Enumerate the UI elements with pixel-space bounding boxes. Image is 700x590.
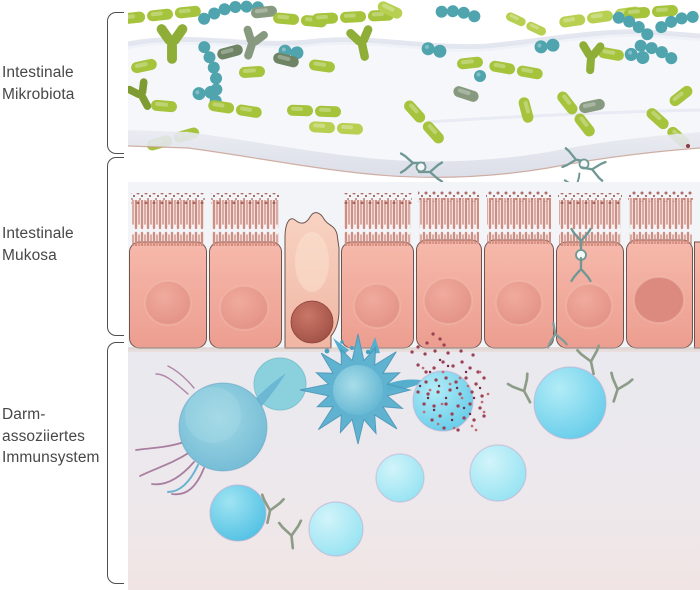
lymphocyte [533, 366, 607, 440]
mucus-wave-top [128, 29, 700, 50]
lumen-area [128, 31, 700, 162]
macrophage [135, 365, 286, 496]
antigen-dot [686, 144, 690, 148]
antigen-dots [410, 332, 490, 432]
lymphocyte [412, 370, 474, 432]
epithelium-shadow [128, 347, 700, 353]
extruded-sphere [290, 300, 334, 344]
mukosa-section [128, 182, 700, 353]
lymphocyte [209, 484, 267, 542]
cell-nuclei [144, 276, 685, 331]
gut-illustration [128, 0, 700, 590]
section-label-mukosa: Intestinale Mukosa [2, 225, 74, 264]
brush-border [131, 191, 693, 246]
immunsystem-section [128, 332, 700, 590]
mikrobiota-section [128, 0, 700, 199]
mucus-faint-line [427, 108, 700, 124]
siga-dimer-transcytosis [570, 227, 592, 283]
lymphocyte [469, 444, 527, 502]
section-label-mikrobiota: Intestinale Mikrobiota [2, 64, 75, 103]
lymphocyte [375, 453, 425, 503]
goblet-cell [284, 212, 340, 349]
mucus-band [128, 130, 700, 178]
bracket-immunsystem [107, 342, 124, 584]
mucus-wave-top-highlight [128, 34, 700, 52]
bracket-mikrobiota [107, 12, 124, 154]
section-label-immunsystem: Darm- assoziiertes Immunsystem [2, 406, 100, 466]
siga-dimer [399, 152, 444, 183]
lymphocyte [308, 501, 364, 557]
bracket-mukosa [107, 157, 124, 336]
dendritic-cell [299, 333, 426, 445]
siga-dimer [561, 147, 607, 199]
lymphocytes [209, 366, 607, 557]
